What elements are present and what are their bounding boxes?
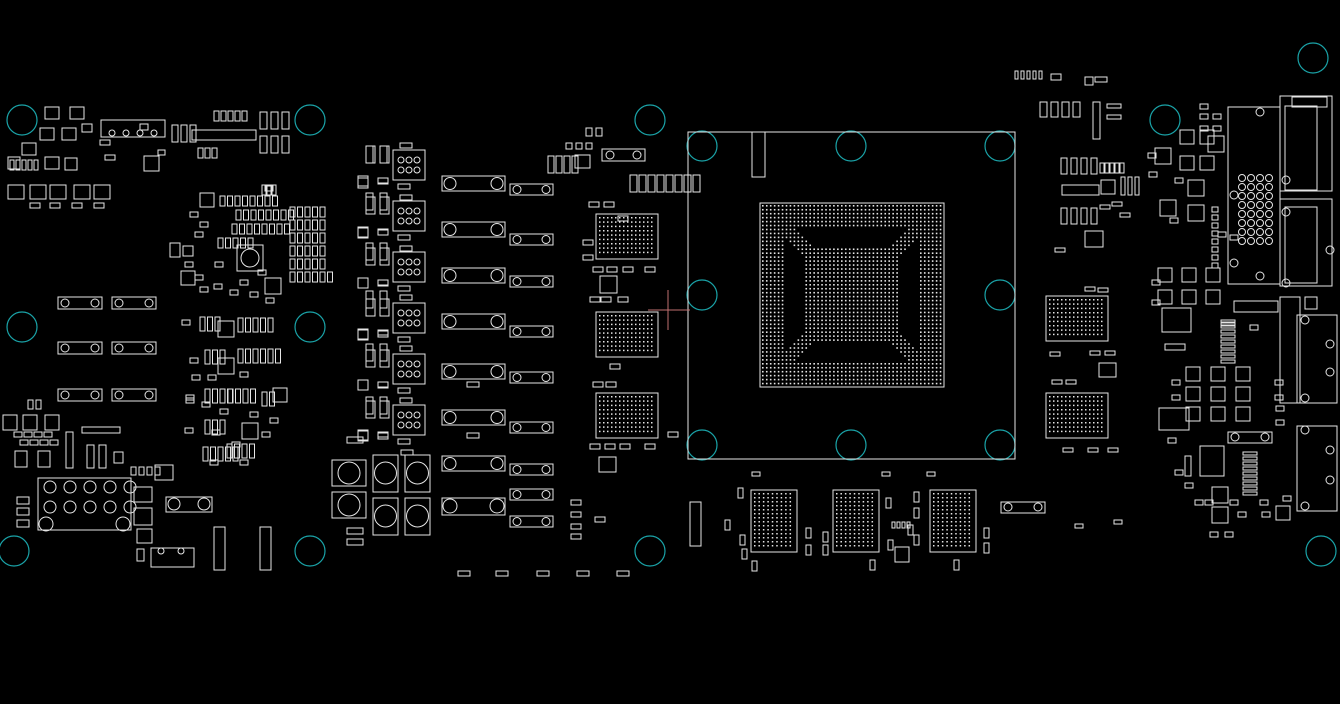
gpu-bga-package[interactable] xyxy=(687,131,1016,460)
crosshair-icon xyxy=(648,290,690,330)
component-outlines xyxy=(2,70,1338,577)
memory-chips xyxy=(595,213,1109,553)
